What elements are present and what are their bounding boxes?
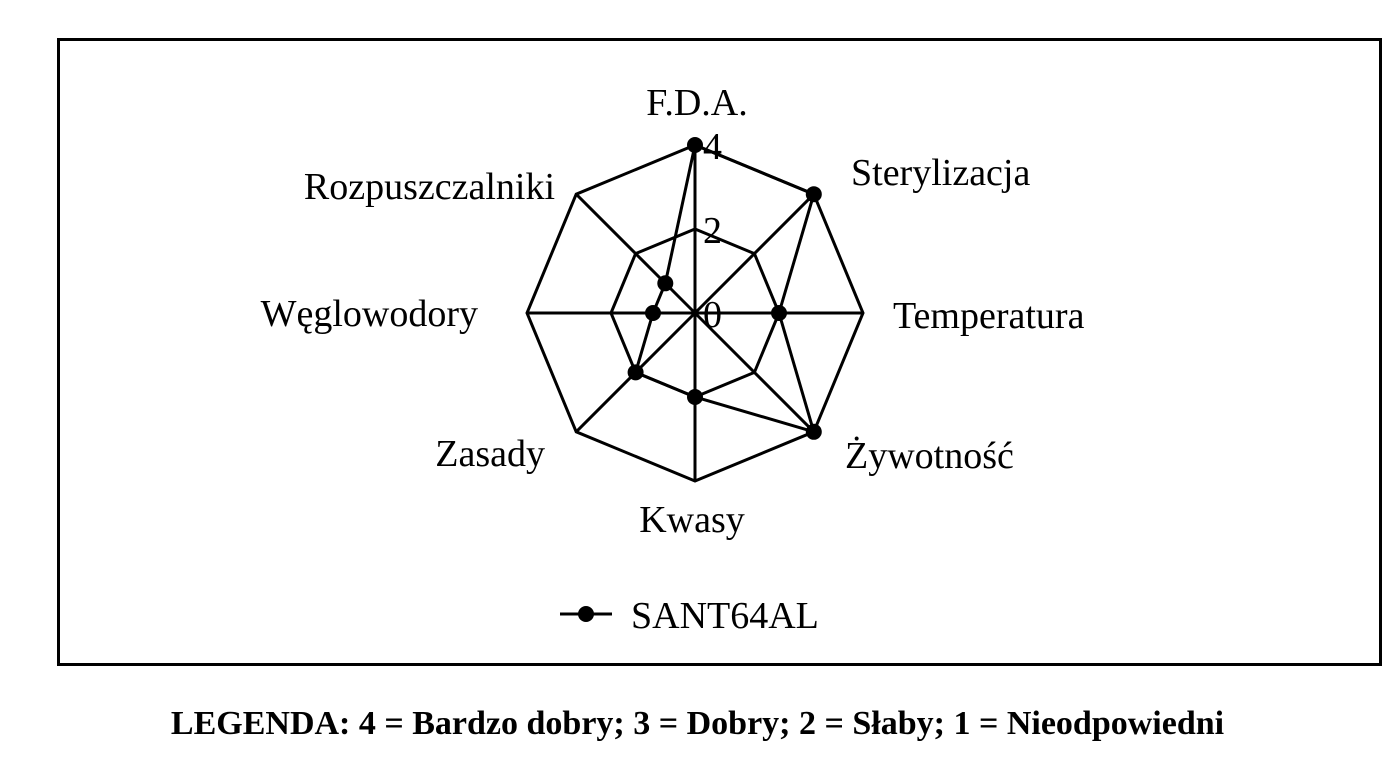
series-point-5 <box>627 364 644 381</box>
series-point-0 <box>687 137 703 153</box>
axis-label-6: Węglowodory <box>261 293 478 335</box>
axis-label-1: Sterylizacja <box>851 152 1030 194</box>
series-point-2 <box>771 305 787 321</box>
legend-series-name: SANT64AL <box>631 595 819 637</box>
footer-legend: LEGENDA: 4 = Bardzo dobry; 3 = Dobry; 2 … <box>170 705 1225 742</box>
axis-label-2: Temperatura <box>893 295 1085 337</box>
tick-label-0: 0 <box>703 294 722 336</box>
chart-legend: SANT64AL <box>560 595 819 637</box>
radar-tick-labels: 0 2 4 <box>703 126 722 336</box>
spoke-7 <box>575 193 697 315</box>
axis-label-7: Rozpuszczalniki <box>304 166 555 208</box>
axis-label-0: F.D.A. <box>646 82 747 124</box>
series-point-1 <box>805 186 822 203</box>
legend-marker <box>578 606 594 622</box>
series-point-4 <box>687 389 703 405</box>
radar-chart: F.D.A. SterylizacjaTemperaturaŻywotnośćKw… <box>261 82 1085 637</box>
radar-series <box>627 137 822 440</box>
axis-label-4: Kwasy <box>639 499 745 541</box>
radar-axis-labels: F.D.A. SterylizacjaTemperaturaŻywotnośćKw… <box>261 82 1085 541</box>
tick-label-4: 4 <box>703 126 722 168</box>
spoke-1 <box>693 193 815 315</box>
series-point-7 <box>657 275 674 292</box>
spoke-3 <box>693 311 815 433</box>
tick-label-2: 2 <box>703 210 722 252</box>
chart-frame <box>57 38 1382 666</box>
axis-label-5: Zasady <box>435 433 545 475</box>
series-point-6 <box>645 305 661 321</box>
axis-label-3: Żywotność <box>845 435 1014 477</box>
series-point-3 <box>805 423 822 440</box>
